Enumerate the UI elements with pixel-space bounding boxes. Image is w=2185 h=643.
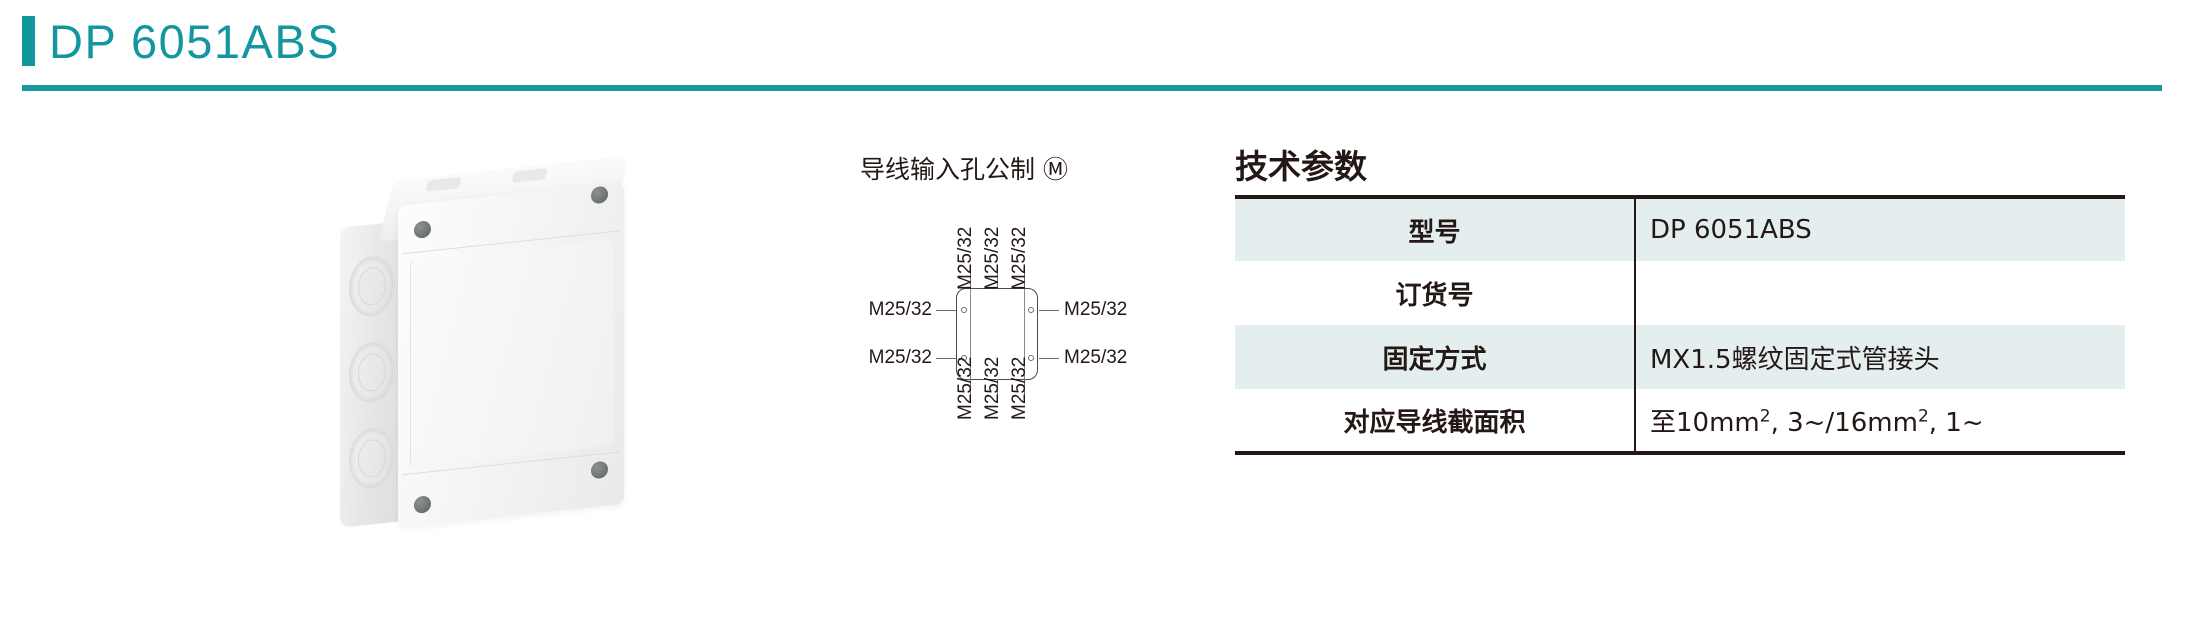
specs-title: 技术参数 (1235, 147, 1367, 186)
leader-right-2 (1039, 358, 1059, 360)
enclosure-left-face (340, 220, 406, 528)
leader-bottom-1 (970, 379, 972, 396)
knockout-1 (349, 253, 395, 319)
leader-left-2 (936, 358, 956, 360)
page-title: DP 6051ABS (49, 14, 341, 68)
conductor-mid: , 3~/16mm (1770, 407, 1918, 438)
conductor-sup-2: 2 (1917, 405, 1929, 426)
conductor-prefix: 至10mm (1650, 407, 1760, 438)
lid-inset-panel (410, 238, 614, 467)
leader-top-3 (1024, 272, 1026, 289)
diagram-label-bottom-2: M25/32 (982, 356, 1003, 420)
spec-value-model: DP 6051ABS (1635, 197, 2125, 261)
knockout-2 (349, 339, 395, 405)
leader-right-1 (1039, 310, 1059, 312)
diagram-label-right-2: M25/32 (1064, 347, 1128, 368)
screw-bottom-right (591, 460, 608, 480)
diagram-label-top-3: M25/32 (1009, 226, 1030, 290)
enclosure-illustration (340, 154, 640, 566)
product-photo (300, 150, 720, 600)
spec-value-conductor-cross-section: 至10mm2, 3~/16mm2, 1~ (1635, 389, 2125, 453)
title-row: DP 6051ABS (22, 16, 340, 66)
title-accent-bar (22, 16, 35, 66)
leader-left-1 (936, 310, 956, 312)
screw-top-right (591, 185, 608, 205)
diagram-label-left-2: M25/32 (868, 347, 932, 368)
top-knockout-2 (511, 167, 549, 183)
leader-top-1 (970, 272, 972, 289)
port-right-2 (1028, 355, 1034, 361)
top-knockout-1 (425, 176, 463, 192)
table-row: 对应导线截面积 至10mm2, 3~/16mm2, 1~ (1235, 389, 2125, 453)
diagram-label-right-1: M25/32 (1064, 299, 1128, 320)
technical-parameters-section: 技术参数 型号 DP 6051ABS 订货号 固定方式 MX1.5螺纹固定式管接… (1235, 150, 2135, 455)
enclosure-inner-line-right (1024, 288, 1026, 380)
port-left-1 (961, 307, 967, 313)
diagram-caption: 导线输入孔公制 Ⓜ (860, 155, 1068, 184)
port-right-1 (1028, 307, 1034, 313)
table-row: 订货号 (1235, 261, 2125, 325)
port-left-2 (961, 355, 967, 361)
leader-top-2 (997, 272, 999, 289)
diagram-label-left-1: M25/32 (868, 299, 932, 320)
diagram-label-top-1: M25/32 (955, 226, 976, 290)
conductor-sup-1: 2 (1759, 405, 1771, 426)
wire-entry-diagram: M25/32 M25/32 M25/32 M25/32 M25/32 M25/3… (820, 200, 1180, 460)
diagram-label-top-2: M25/32 (982, 226, 1003, 290)
spec-value-fixing-method: MX1.5螺纹固定式管接头 (1635, 325, 2125, 389)
specs-table: 型号 DP 6051ABS 订货号 固定方式 MX1.5螺纹固定式管接头 对应导… (1235, 195, 2125, 455)
spec-key-conductor-cross-section: 对应导线截面积 (1235, 389, 1636, 453)
spec-key-order-number: 订货号 (1235, 261, 1636, 325)
enclosure-front-lid (398, 181, 624, 528)
conductor-suffix: , 1~ (1928, 407, 1984, 438)
page-header: DP 6051ABS (0, 0, 2185, 92)
spec-key-fixing-method: 固定方式 (1235, 325, 1636, 389)
spec-value-order-number (1635, 261, 2125, 325)
spec-key-model: 型号 (1235, 197, 1636, 261)
diagram-label-bottom-3: M25/32 (1009, 356, 1030, 420)
enclosure-inner-line-left (970, 288, 972, 380)
header-divider (22, 85, 2162, 91)
diagram-label-bottom-1: M25/32 (955, 356, 976, 420)
leader-bottom-3 (1024, 379, 1026, 396)
screw-top-left (414, 220, 431, 239)
table-row: 型号 DP 6051ABS (1235, 197, 2125, 261)
knockout-3 (349, 425, 395, 491)
table-row: 固定方式 MX1.5螺纹固定式管接头 (1235, 325, 2125, 389)
leader-bottom-2 (997, 379, 999, 396)
screw-bottom-left (414, 495, 431, 514)
